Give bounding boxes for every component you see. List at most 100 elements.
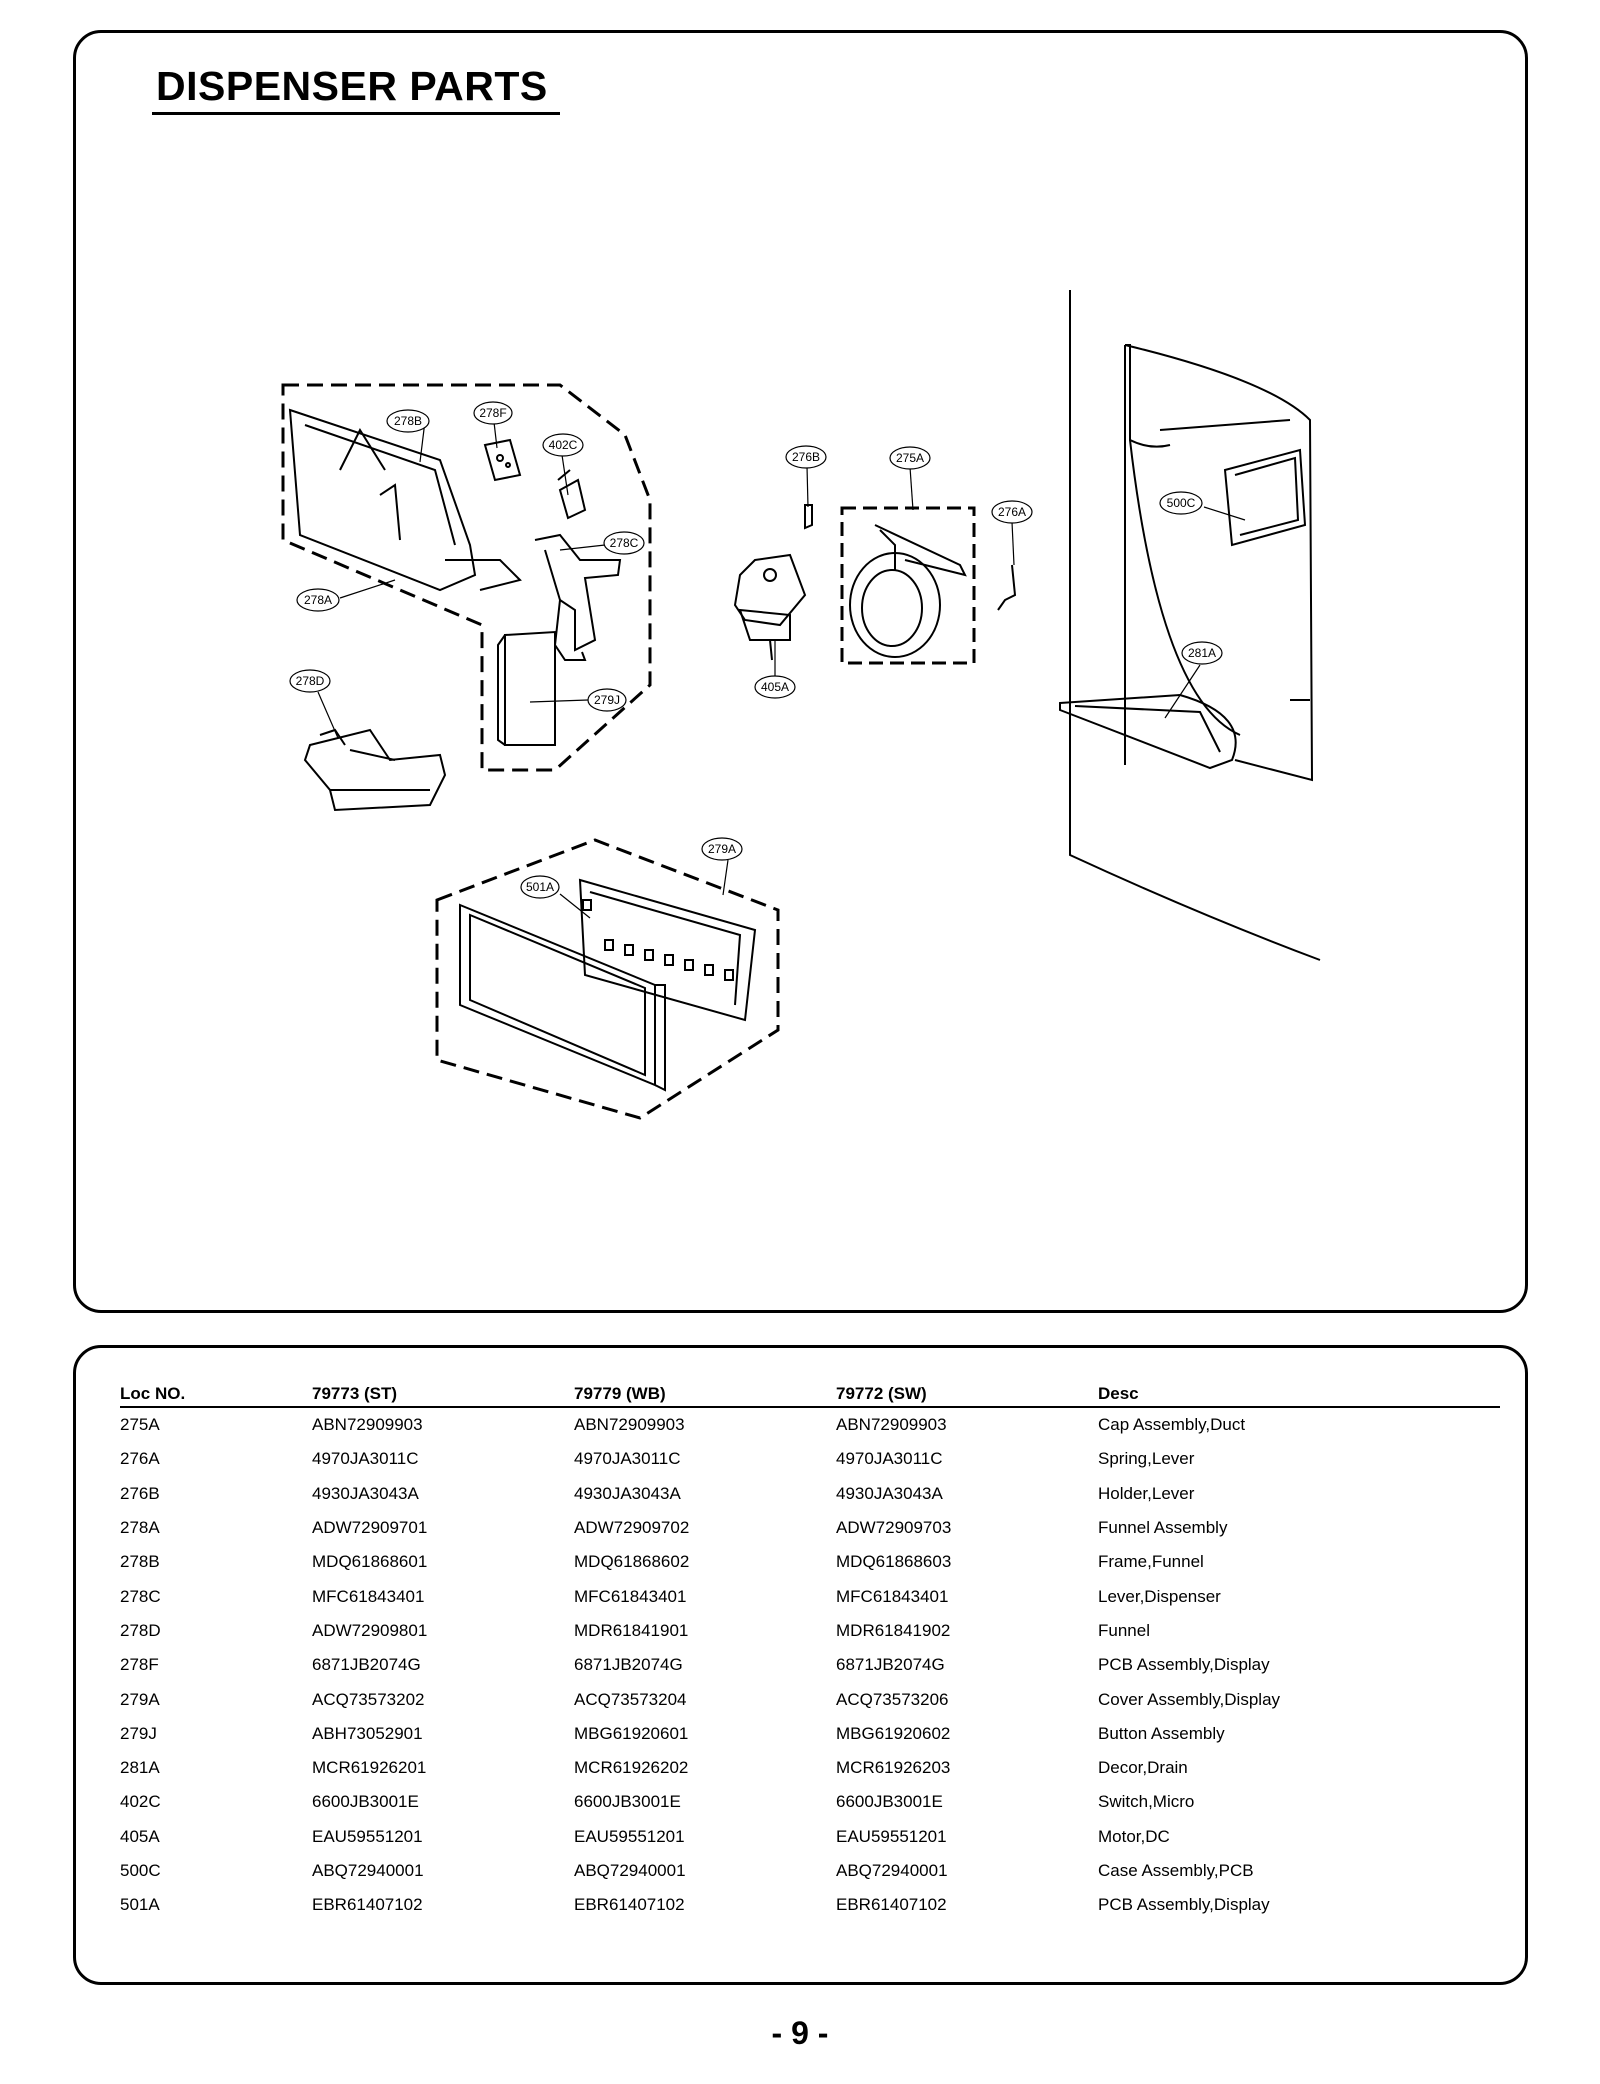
cell-loc: 402C [120, 1792, 161, 1812]
cell-desc: PCB Assembly,Display [1098, 1895, 1270, 1915]
callout-405a: 405A [754, 675, 796, 699]
cell-sw: MCR61926203 [836, 1758, 951, 1778]
cell-st: ABN72909903 [312, 1415, 423, 1435]
cell-desc: Case Assembly,PCB [1098, 1861, 1254, 1880]
svg-text:281A: 281A [1188, 646, 1216, 660]
cell-loc: 278B [120, 1552, 160, 1572]
duct-cap-group-outline [840, 506, 976, 665]
callout-278c: 278C [603, 531, 645, 555]
callout-276a: 276A [991, 500, 1033, 524]
cell-wb: MDQ61868602 [574, 1552, 690, 1572]
page-number: - 9 - [771, 2015, 829, 2051]
cell-desc: Lever,Dispenser [1098, 1586, 1221, 1606]
cell-st: EBR61407102 [312, 1895, 423, 1915]
cell-st: MDQ61868601 [312, 1552, 428, 1572]
cell-wb: MFC61843401 [574, 1586, 687, 1606]
cell-desc: Funnel [1098, 1620, 1150, 1640]
svg-text:276A: 276A [998, 505, 1026, 519]
cell-desc: PCB Assembly,Display [1098, 1655, 1270, 1675]
svg-text:276B: 276B [792, 450, 820, 464]
cell-sw: ADW72909703 [836, 1518, 952, 1538]
cell-wb: EAU59551201 [574, 1826, 685, 1846]
header-loc-no: Loc NO. [120, 1384, 186, 1403]
pcb-part-278f [483, 438, 522, 482]
cell-desc: Motor,DC [1098, 1826, 1170, 1846]
cell-desc: Frame,Funnel [1098, 1552, 1204, 1572]
cell-wb: 6871JB2074G [574, 1655, 683, 1675]
svg-text:501A: 501A [526, 880, 554, 894]
header-79772: 79772 (SW) [836, 1384, 927, 1403]
funnel-group-outline [281, 383, 652, 772]
cell-loc: 276A [120, 1449, 160, 1469]
callout-279j: 279J [587, 688, 627, 712]
table-header: Loc NO. 79773 (ST) 79779 (WB) 79772 (SW)… [120, 1378, 1500, 1408]
cell-wb: MBG61920601 [574, 1723, 689, 1743]
cell-loc: 276B [120, 1483, 160, 1503]
cell-desc: Funnel Assembly [1098, 1518, 1228, 1538]
cell-desc: Holder,Lever [1098, 1483, 1195, 1503]
callout-278a: 278A [296, 588, 340, 612]
cell-st: MFC61843401 [312, 1586, 425, 1606]
cell-sw: MFC61843401 [836, 1586, 949, 1606]
callout-281a: 281A [1181, 641, 1223, 665]
table-row: 278F 6871JB2074G 6871JB2074G 6871JB2074G PCB… [120, 1648, 1500, 1682]
duct-cap-part [849, 524, 967, 658]
cell-desc: Button Assembly [1098, 1723, 1225, 1743]
cell-loc: 279J [120, 1723, 157, 1743]
display-group-outline [435, 838, 780, 1120]
cell-st: MCR61926201 [312, 1758, 427, 1778]
cell-sw: EBR61407102 [836, 1895, 947, 1915]
svg-text:278F: 278F [479, 406, 506, 420]
cell-sw: 4930JA3043A [836, 1483, 943, 1503]
callout-278d: 278D [289, 669, 331, 693]
cell-wb: 4930JA3043A [574, 1483, 681, 1503]
diagram-panel [73, 30, 1528, 1313]
cell-st: 4970JA3011C [312, 1449, 419, 1469]
dispenser-lever-part [534, 533, 622, 661]
cell-loc: 281A [120, 1758, 160, 1778]
dc-motor-part [733, 553, 807, 661]
cell-sw: ABN72909903 [836, 1415, 947, 1435]
funnel-frame-part [288, 408, 522, 592]
header-desc: Desc [1098, 1384, 1139, 1403]
cell-sw: ABQ72940001 [836, 1861, 948, 1880]
cell-sw: EAU59551201 [836, 1826, 947, 1846]
exploded-parts-diagram: 278B 278F 402C 278C 278A 278D 279J 276B … [281, 290, 1321, 1120]
header-79779: 79779 (WB) [574, 1384, 666, 1403]
cell-st: 6871JB2074G [312, 1655, 421, 1675]
cell-loc: 278F [120, 1655, 159, 1675]
cell-sw: ACQ73573206 [836, 1689, 949, 1709]
cell-desc: Spring,Lever [1098, 1449, 1195, 1469]
page-title: DISPENSER PARTS [152, 62, 560, 115]
callout-275a: 275A [889, 446, 931, 470]
cell-wb: ABN72909903 [574, 1415, 685, 1435]
callout-279a: 279A [701, 837, 743, 861]
refrigerator-door-outline [1069, 290, 1321, 961]
cell-wb: 6600JB3001E [574, 1792, 681, 1812]
svg-text:278B: 278B [394, 414, 422, 428]
cell-desc: Cover Assembly,Display [1098, 1689, 1281, 1709]
cell-sw: 6871JB2074G [836, 1655, 945, 1675]
svg-text:278C: 278C [610, 536, 639, 550]
svg-text:278D: 278D [296, 674, 325, 688]
callout-278f: 278F [473, 401, 513, 425]
svg-text:405A: 405A [761, 680, 789, 694]
svg-text:279J: 279J [594, 693, 620, 707]
cell-wb: EBR61407102 [574, 1895, 685, 1915]
callout-276b: 276B [785, 445, 827, 469]
lever-spring-part [997, 564, 1017, 611]
cell-sw: 4970JA3011C [836, 1449, 943, 1469]
cell-loc: 501A [120, 1895, 160, 1915]
cell-sw: MDQ61868603 [836, 1552, 952, 1572]
table-row: 501A EBR61407102 EBR61407102 EBR61407102 PCB… [120, 1888, 1500, 1922]
callout-278b: 278B [386, 409, 430, 433]
svg-text:278A: 278A [304, 593, 332, 607]
display-pcb-part [578, 878, 757, 1022]
cell-desc: Switch,Micro [1098, 1792, 1195, 1812]
